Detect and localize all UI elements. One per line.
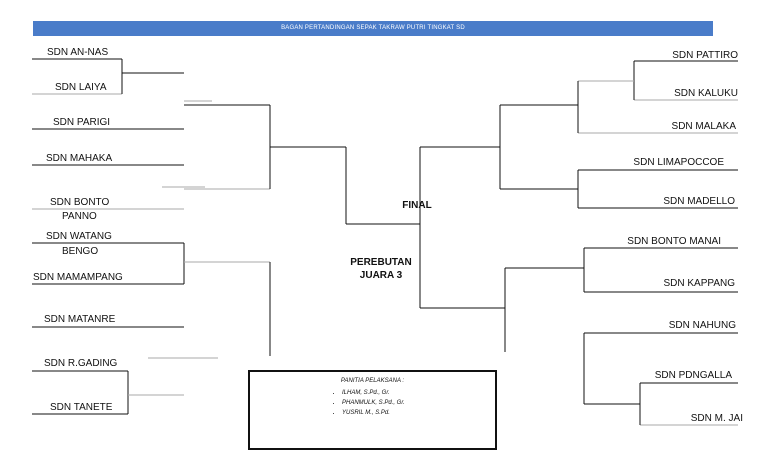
- third-place-line2: JUARA 3: [359, 270, 403, 281]
- team-left-bonto-line2: PANNO: [62, 211, 97, 222]
- team-right-bonto-manai: SDN BONTO MANAI: [627, 236, 721, 247]
- third-place-label: PEREBUTAN JUARA 3: [341, 256, 421, 282]
- third-place-line1: PEREBUTAN: [350, 257, 412, 268]
- team-left-an-nas: SDN AN-NAS: [47, 47, 109, 58]
- team-left-matanre: SDN MATANRE: [44, 314, 116, 325]
- bracket-left-lines: [32, 58, 420, 415]
- title-banner: BAGAN PERTANDINGAN SEPAK TAKRAW PUTRI TI…: [33, 21, 713, 36]
- team-left-watang-line2: BENGO: [62, 246, 99, 257]
- team-right-madello: SDN MADELLO: [663, 196, 735, 207]
- team-left-mamampang: SDN MAMAMPANG: [33, 272, 123, 283]
- team-left-bonto-line1: SDN BONTO: [50, 197, 110, 208]
- team-left-r-gading: SDN R.GADING: [44, 358, 118, 369]
- bracket-right-lines: [419, 60, 738, 426]
- committee-title: PANITIA PELAKSANA :: [340, 378, 405, 384]
- team-left-tanete: SDN TANETE: [50, 402, 113, 413]
- team-right-nahung: SDN NAHUNG: [668, 320, 736, 331]
- team-right-kaluku: SDN KALUKU: [674, 88, 738, 99]
- committee-member: YUSRIL M., S.Pd.: [342, 408, 405, 418]
- committee-member: PHANMULK, S.Pd., Gr.: [342, 398, 405, 408]
- team-left-mahaka: SDN MAHAKA: [46, 153, 113, 164]
- final-label: FINAL: [402, 200, 432, 211]
- team-right-kappang: SDN KAPPANG: [663, 278, 736, 289]
- team-left-laiya: SDN LAIYA: [55, 82, 107, 93]
- team-right-pdngalla: SDN PDNGALLA: [654, 370, 732, 381]
- committee-box: PANITIA PELAKSANA : ILHAM, S.Pd., Gr. PH…: [248, 370, 497, 450]
- team-right-pattiro: SDN PATTIRO: [672, 50, 738, 61]
- team-left-parigi: SDN PARIGI: [53, 117, 111, 128]
- committee-list: ILHAM, S.Pd., Gr. PHANMULK, S.Pd., Gr. Y…: [332, 388, 405, 418]
- team-right-m-jai: SDN M. JAI: [690, 413, 743, 424]
- team-right-limapoccoe: SDN LIMAPOCCOE: [633, 157, 724, 168]
- committee-member: ILHAM, S.Pd., Gr.: [342, 388, 405, 398]
- team-left-watang-line1: SDN WATANG: [46, 231, 112, 242]
- team-right-malaka: SDN MALAKA: [671, 121, 736, 132]
